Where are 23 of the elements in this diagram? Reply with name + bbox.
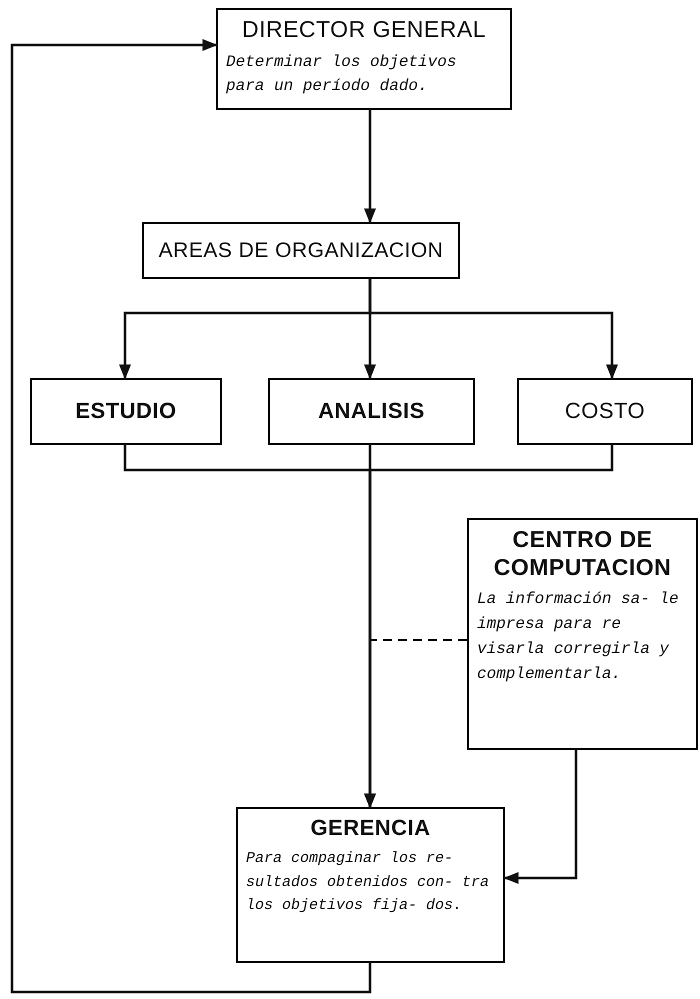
process-box [142, 222, 460, 279]
arrow [368, 279, 618, 380]
dashed-connector [370, 639, 467, 641]
box-description: Determinar los objetivos para un período dado. [226, 52, 458, 98]
arrow [504, 750, 578, 884]
process-box [467, 518, 698, 750]
box-title: DIRECTOR GENERAL [242, 16, 486, 44]
arrow [364, 110, 376, 224]
box-title: GERENCIA [310, 815, 431, 842]
process-box [268, 378, 475, 445]
box-title: ANALISIS [318, 398, 425, 425]
box-title: COSTO [564, 398, 646, 425]
arrow [10, 39, 372, 994]
process-box [236, 807, 505, 963]
arrow [364, 445, 614, 808]
box-title: AREAS DE ORGANIZACION [158, 238, 444, 264]
box-description: La información sa- le impresa para re visarla corregirla y complementarla. [477, 589, 680, 685]
process-box [216, 8, 512, 110]
process-box [30, 378, 222, 445]
process-box [517, 378, 693, 445]
box-title: ESTUDIO [75, 398, 177, 425]
box-title: CENTRO DE COMPUTACION [492, 526, 672, 582]
box-description: Para compaginar los re- sultados obtenidos con- tra los objetivos fija- dos. [246, 849, 490, 916]
